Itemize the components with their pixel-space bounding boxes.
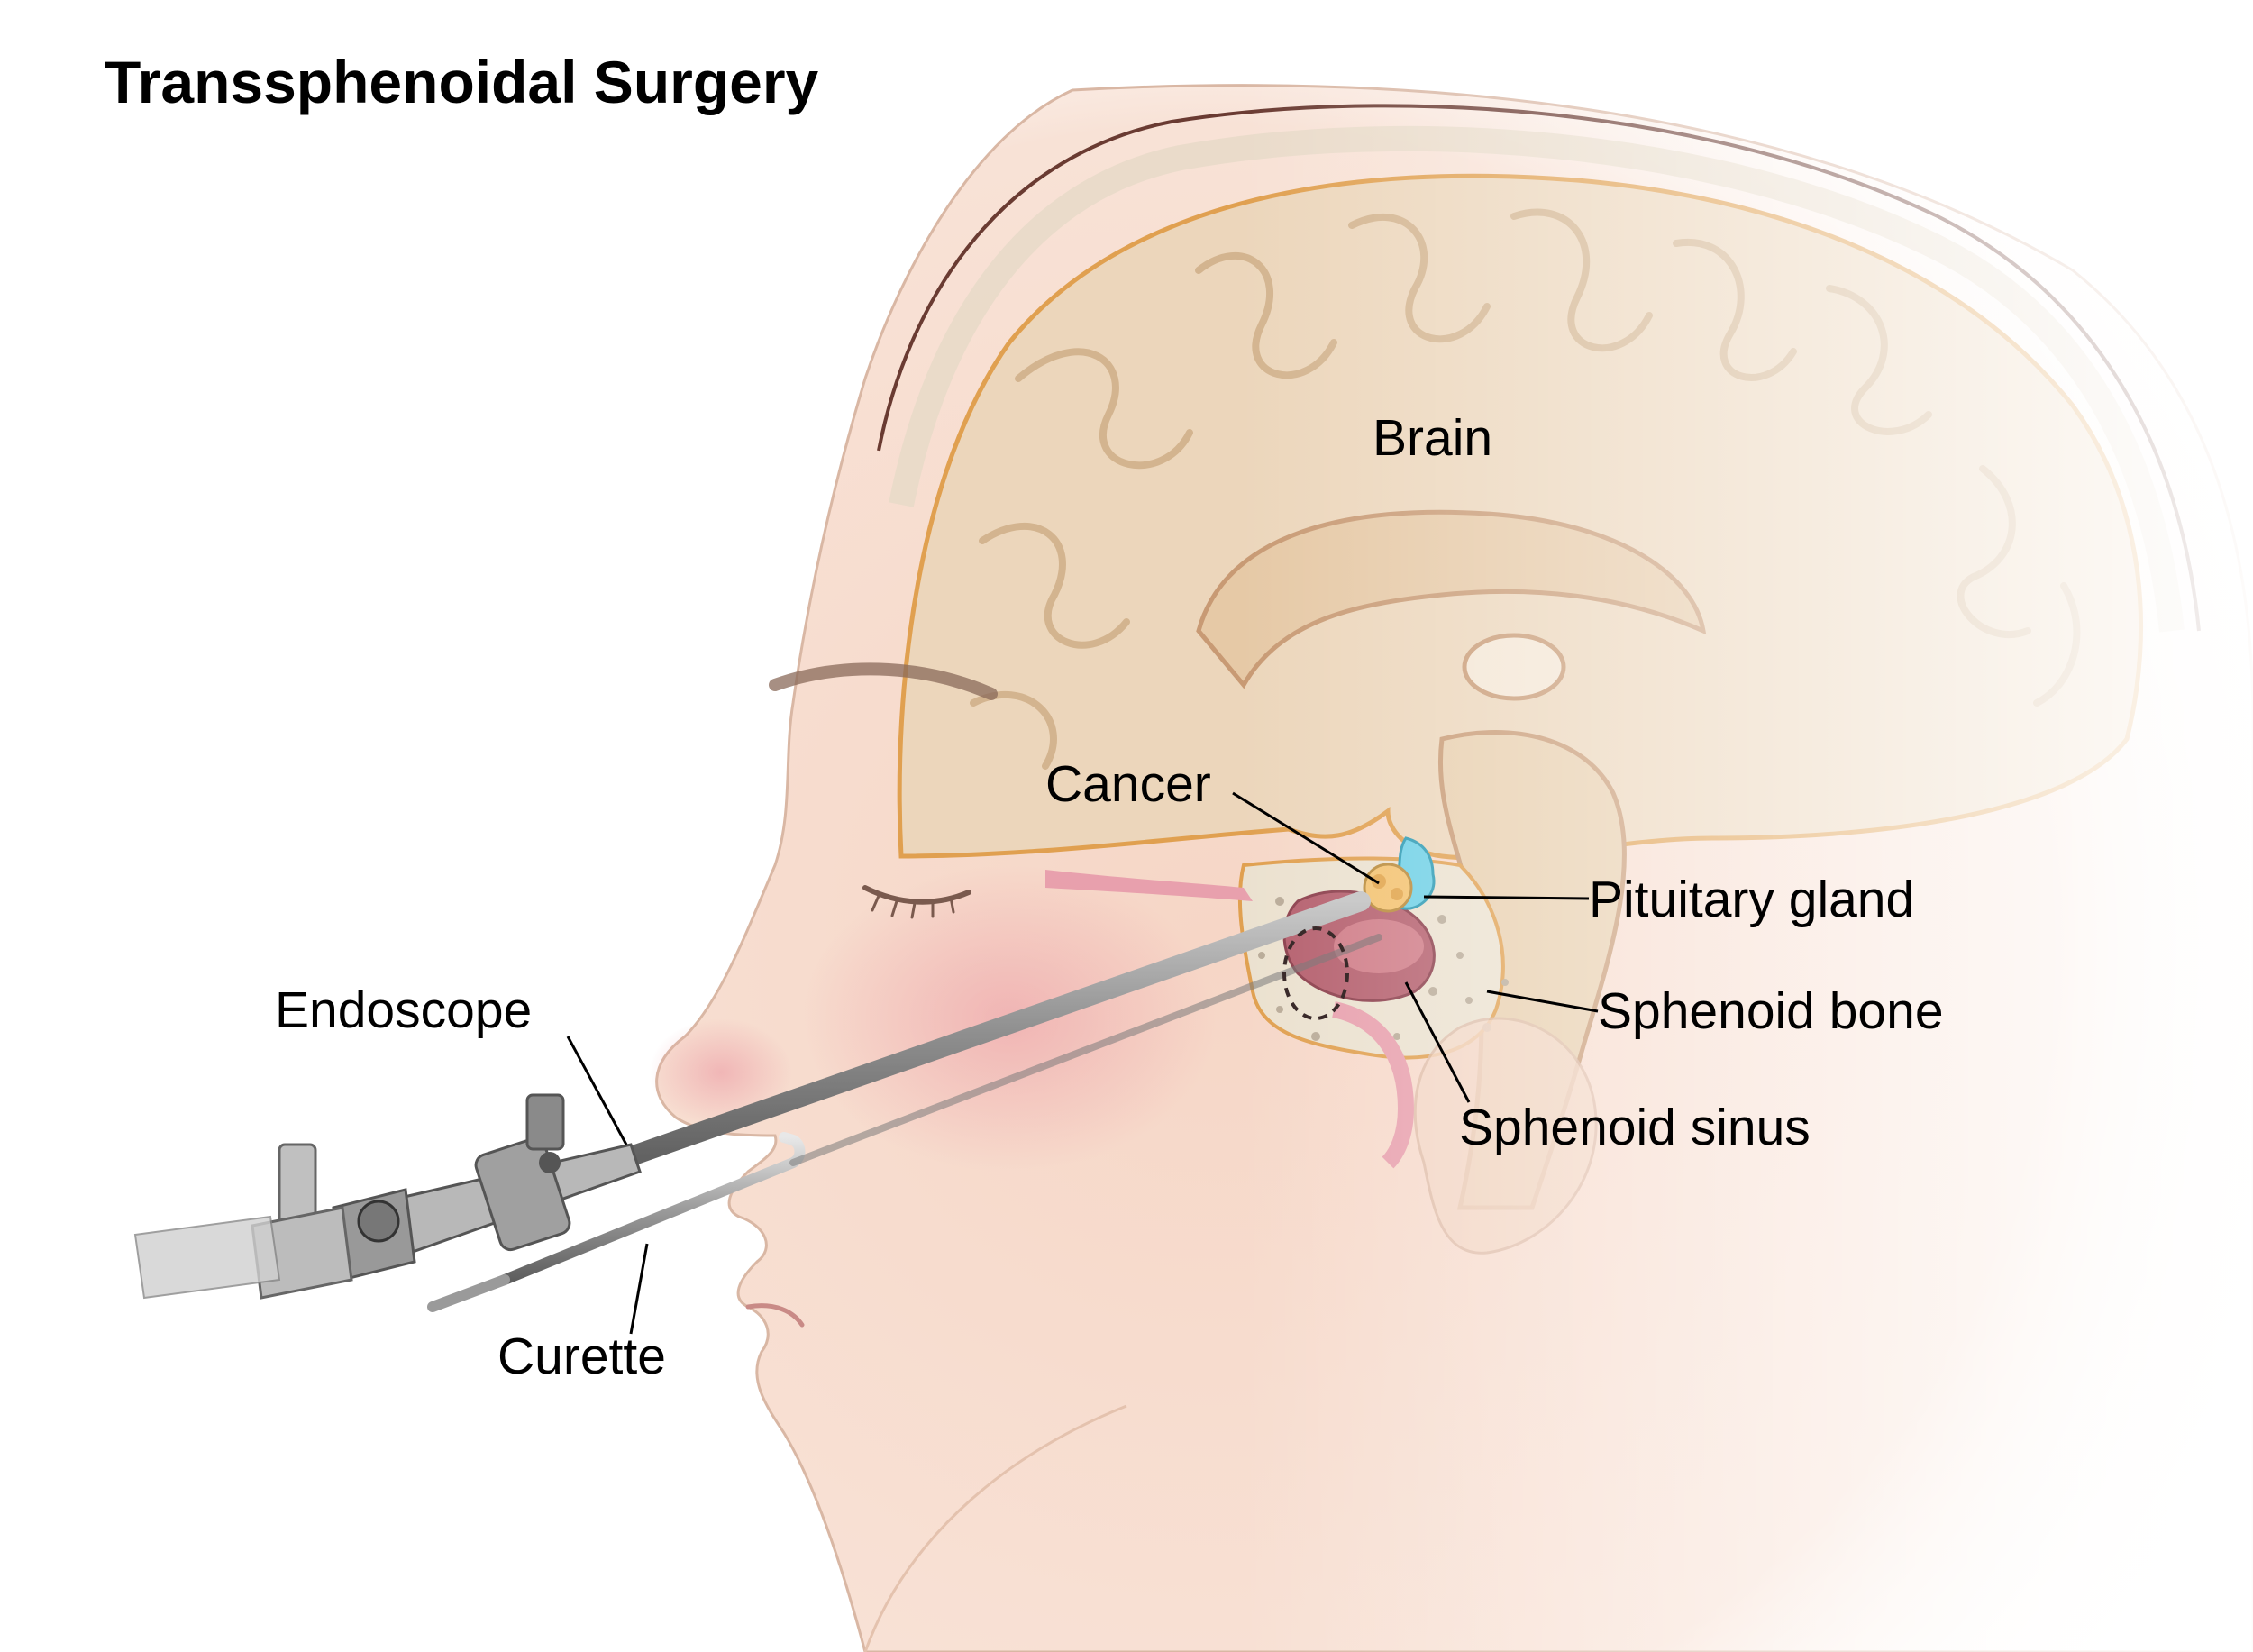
label-sphenoid-bone: Sphenoid bone — [1598, 982, 1944, 1040]
leader-line-sphenoid-bone — [1486, 990, 1599, 1013]
leader-line-endoscope — [566, 1036, 628, 1145]
label-brain: Brain — [1373, 409, 1493, 467]
label-curette: Curette — [497, 1328, 666, 1385]
endoscope — [133, 891, 1371, 1300]
leader-lines — [566, 791, 1599, 1335]
curette — [427, 934, 1382, 1312]
leader-line-sphenoid-sinus — [1404, 981, 1471, 1103]
sinus-opening — [1282, 926, 1349, 1020]
label-pituitary-gland: Pituitary gland — [1589, 871, 1915, 928]
diagram-title: Transsphenoidal Surgery — [105, 49, 819, 115]
label-sphenoid-sinus: Sphenoid sinus — [1459, 1099, 1811, 1156]
leader-line-curette — [629, 1243, 649, 1335]
leader-line-pituitary — [1423, 895, 1590, 900]
label-endoscope: Endoscope — [275, 981, 533, 1039]
leader-line-cancer — [1232, 791, 1380, 885]
label-cancer: Cancer — [1045, 755, 1211, 813]
